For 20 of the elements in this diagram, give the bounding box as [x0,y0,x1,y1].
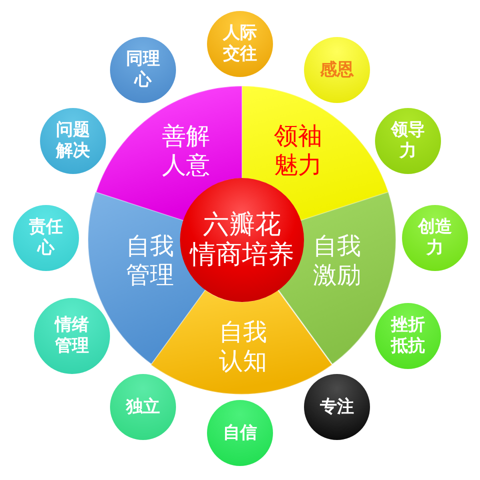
segment-label: 自我管理 [125,232,175,290]
circle-label: 专注 [320,396,354,418]
pie-segment [151,290,332,394]
circle-label: 责任心 [28,217,64,259]
center-subtitle: 情商培养 [190,240,294,270]
circle-label: 情绪管理 [53,315,90,357]
circle-label: 领导力 [390,120,426,162]
circle-label: 自信 [223,422,257,444]
segment-label: 领袖魅力 [273,122,323,180]
circle-label: 感恩 [320,60,354,80]
circle-label: 问题解决 [54,120,91,162]
circle-label: 创造力 [416,217,453,259]
center-title: 六瓣花 [203,210,281,240]
circle-label: 人际交往 [222,23,258,65]
segment-label: 自我激励 [312,232,362,290]
segment-label: 自我认知 [218,318,268,376]
circle-label: 独立 [126,396,160,418]
segment-label: 善解人意 [160,122,211,180]
circle-label: 同理心 [125,49,161,91]
circle-label: 挫折抵抗 [390,315,426,357]
